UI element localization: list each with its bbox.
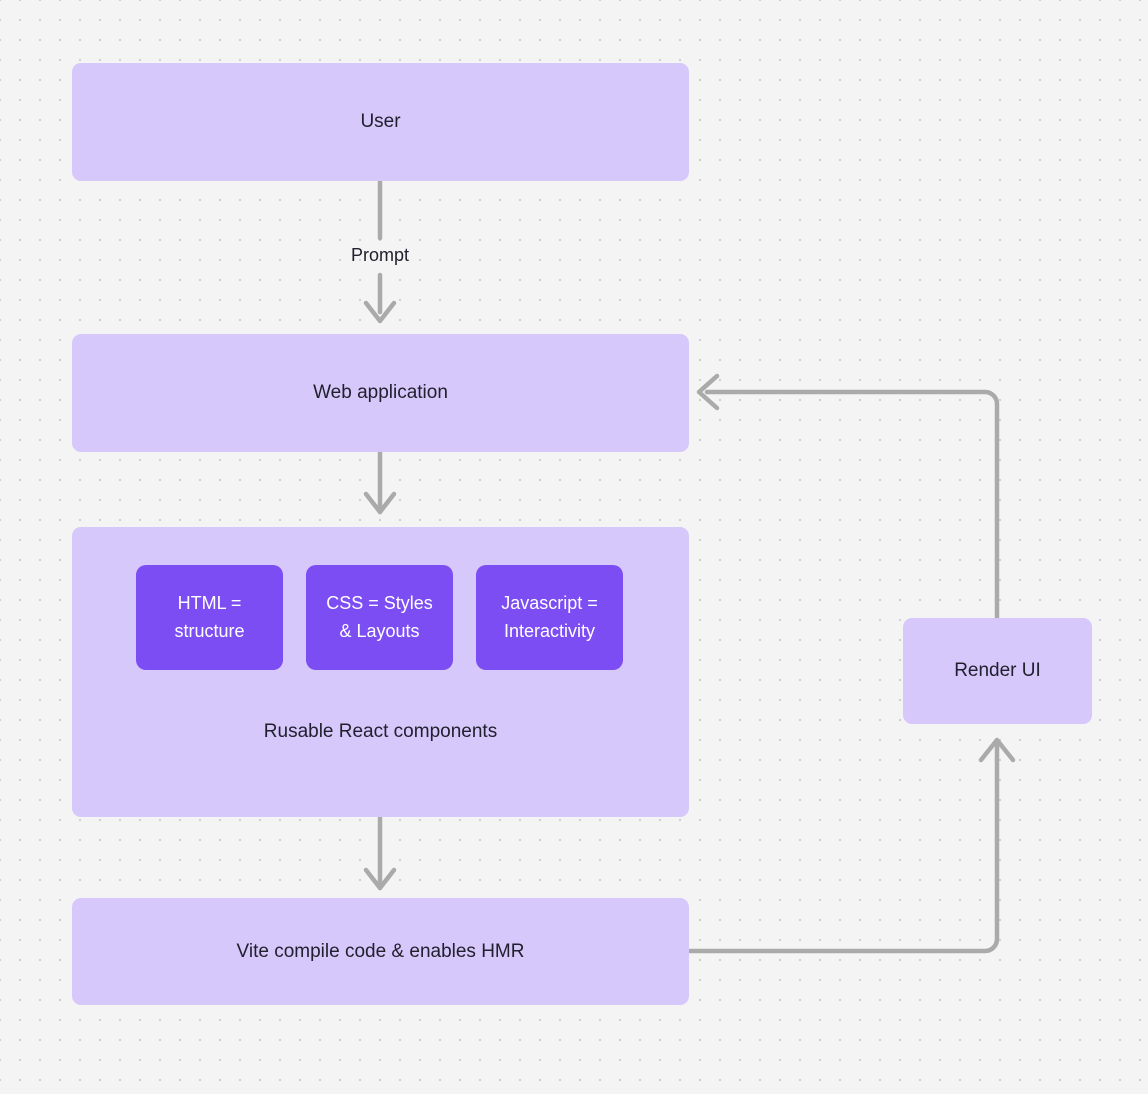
edge-label-prompt: Prompt	[350, 245, 410, 265]
node-components[interactable]: HTML = structure CSS = Styles & Layouts …	[72, 527, 689, 817]
edge-render-ui-to-web-application	[696, 373, 1000, 621]
node-render-ui-label: Render UI	[954, 660, 1041, 682]
node-render-ui[interactable]: Render UI	[903, 618, 1092, 724]
node-css[interactable]: CSS = Styles & Layouts	[306, 565, 453, 670]
edge-web-application-to-components	[363, 449, 397, 515]
node-javascript-line2: Interactivity	[503, 620, 595, 641]
node-web-application-label: Web application	[313, 382, 448, 404]
node-user-label: User	[360, 111, 401, 133]
node-css-label: CSS = Styles & Layouts	[326, 590, 433, 645]
node-html[interactable]: HTML = structure	[136, 565, 283, 670]
node-html-line2: structure	[174, 620, 245, 641]
edge-components-to-vite	[363, 814, 397, 891]
node-css-line2: & Layouts	[339, 620, 420, 641]
node-html-line1: HTML =	[177, 593, 242, 614]
node-vite[interactable]: Vite compile code & enables HMR	[72, 898, 689, 1005]
node-javascript-line1: Javascript =	[501, 593, 598, 614]
edge-vite-to-render-ui	[687, 737, 1016, 954]
node-html-label: HTML = structure	[174, 590, 244, 645]
node-user[interactable]: User	[72, 63, 689, 181]
node-css-line1: CSS = Styles	[326, 593, 433, 614]
node-javascript-label: Javascript = Interactivity	[501, 590, 598, 645]
node-javascript[interactable]: Javascript = Interactivity	[476, 565, 623, 670]
node-web-application[interactable]: Web application	[72, 334, 689, 452]
node-components-caption: Rusable React components	[263, 721, 498, 742]
node-vite-label: Vite compile code & enables HMR	[236, 940, 525, 962]
